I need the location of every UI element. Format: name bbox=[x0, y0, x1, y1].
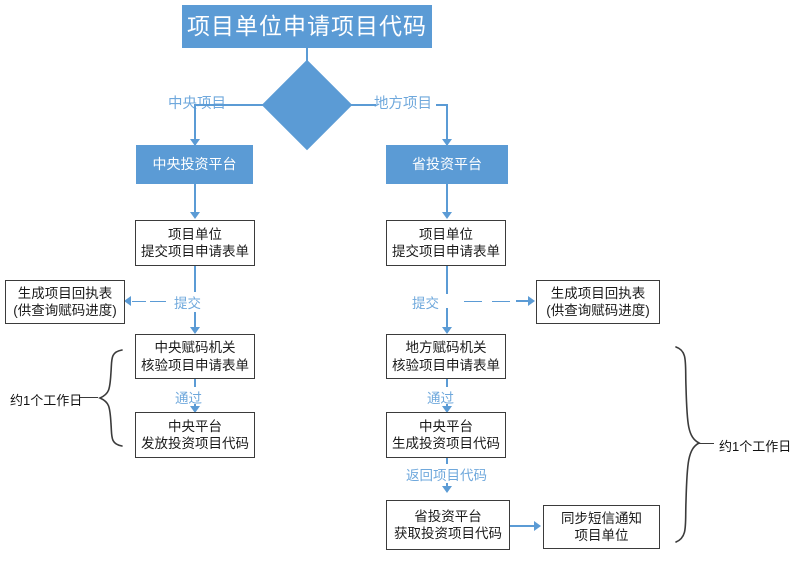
arrowhead-sms-notify bbox=[534, 521, 541, 531]
node-sms-notify-line1: 同步短信通知 bbox=[561, 510, 642, 526]
node-province-submit[interactable]: 项目单位 提交项目申请表单 bbox=[386, 220, 506, 266]
node-central-receipt-line1: 生成项目回执表 bbox=[17, 285, 113, 301]
node-central-verify-line1: 中央赋码机关 bbox=[154, 340, 236, 356]
right-brace-icon bbox=[672, 345, 702, 545]
arrowhead-province-platform bbox=[442, 139, 452, 146]
node-central-generate-line1: 中央平台 bbox=[419, 418, 473, 434]
node-province-platform[interactable]: 省投资平台 bbox=[386, 145, 508, 184]
node-sms-notify-line2: 项目单位 bbox=[574, 528, 629, 543]
dash-seg-province-2 bbox=[492, 301, 510, 302]
node-central-platform-label: 中央投资平台 bbox=[152, 155, 237, 172]
dash-seg-central-1 bbox=[150, 301, 166, 302]
arrowhead-central-receipt bbox=[124, 296, 131, 306]
node-province-receipt-line1: 生成项目回执表 bbox=[550, 285, 646, 301]
edge-decision-right-corner bbox=[436, 104, 448, 106]
edge-label-central-submit-dashed: 提交 bbox=[172, 292, 203, 312]
node-central-submit-line1: 项目单位 bbox=[168, 226, 222, 242]
edge-label-return-code: 返回项目代码 bbox=[404, 464, 489, 484]
node-title-label: 项目单位申请项目代码 bbox=[187, 12, 427, 39]
node-province-submit-line2: 提交项目申请表单 bbox=[392, 244, 500, 259]
node-central-receipt-line2: (供查询赋码进度) bbox=[13, 303, 117, 318]
left-brace-icon bbox=[96, 348, 124, 448]
arrowhead-central-issue bbox=[190, 406, 200, 413]
edge-province-submit-down-a bbox=[446, 266, 448, 294]
edge-decision-right-v bbox=[446, 104, 448, 145]
node-central-platform[interactable]: 中央投资平台 bbox=[136, 145, 253, 184]
node-central-submit-line2: 提交项目申请表单 bbox=[141, 244, 249, 259]
dash-seg-province-1 bbox=[464, 301, 482, 302]
dash-seg-central-2 bbox=[132, 301, 146, 302]
arrowhead-province-fetch bbox=[442, 486, 452, 493]
left-brace-label: 约1个工作日 bbox=[10, 393, 83, 408]
node-sms-notify[interactable]: 同步短信通知 项目单位 bbox=[543, 505, 660, 549]
node-province-fetch-line1: 省投资平台 bbox=[414, 508, 482, 524]
node-central-issue-line1: 中央平台 bbox=[168, 418, 222, 434]
node-central-generate-line2: 生成投资项目代码 bbox=[392, 436, 500, 451]
edge-label-central-pass: 通过 bbox=[173, 387, 204, 407]
edge-label-province-submit-dashed: 提交 bbox=[410, 292, 441, 312]
node-province-platform-label: 省投资平台 bbox=[412, 155, 482, 172]
edge-return-code-a bbox=[446, 458, 448, 466]
edge-local-pass-a bbox=[446, 379, 448, 389]
node-central-issue[interactable]: 中央平台 发放投资项目代码 bbox=[135, 412, 255, 458]
node-province-submit-line1: 项目单位 bbox=[419, 226, 473, 242]
edge-label-local-pass: 通过 bbox=[425, 387, 456, 407]
node-province-receipt-line2: (供查询赋码进度) bbox=[546, 303, 650, 318]
edge-central-submit-down-b bbox=[194, 308, 196, 329]
edge-decision-right-h bbox=[334, 104, 376, 106]
arrowhead-central-generate bbox=[442, 406, 452, 413]
node-central-submit[interactable]: 项目单位 提交项目申请表单 bbox=[135, 220, 255, 266]
edge-province-platform-to-submit bbox=[446, 184, 448, 214]
edge-central-platform-to-submit bbox=[194, 184, 196, 214]
node-province-fetch-line2: 获取投资项目代码 bbox=[394, 526, 502, 541]
node-local-verify-line1: 地方赋码机关 bbox=[405, 340, 487, 356]
edge-decision-left-h bbox=[232, 104, 280, 106]
arrowhead-province-submit bbox=[442, 212, 452, 219]
branch-label-right: 地方项目 bbox=[374, 96, 432, 112]
arrowhead-central-verify bbox=[190, 327, 200, 334]
left-brace-tick bbox=[80, 397, 98, 399]
arrowhead-central-submit bbox=[190, 212, 200, 219]
node-central-receipt[interactable]: 生成项目回执表 (供查询赋码进度) bbox=[5, 280, 125, 324]
node-title[interactable]: 项目单位申请项目代码 bbox=[182, 5, 432, 48]
edge-fetch-to-sms bbox=[510, 525, 536, 527]
edge-decision-left-v bbox=[194, 104, 196, 145]
node-central-verify[interactable]: 中央赋码机关 核验项目申请表单 bbox=[135, 334, 255, 379]
arrowhead-central-platform bbox=[190, 139, 200, 146]
edge-central-submit-down-a bbox=[194, 266, 196, 294]
edge-decision-left-corner bbox=[194, 104, 232, 106]
right-brace-tick bbox=[698, 443, 714, 445]
node-central-issue-line2: 发放投资项目代码 bbox=[141, 436, 249, 451]
dash-seg-province-3 bbox=[516, 300, 530, 302]
arrowhead-local-verify bbox=[442, 327, 452, 334]
edge-central-pass-a bbox=[194, 379, 196, 389]
node-province-receipt[interactable]: 生成项目回执表 (供查询赋码进度) bbox=[536, 280, 660, 324]
node-central-generate[interactable]: 中央平台 生成投资项目代码 bbox=[386, 412, 506, 458]
node-local-verify[interactable]: 地方赋码机关 核验项目申请表单 bbox=[386, 334, 506, 379]
node-province-fetch[interactable]: 省投资平台 获取投资项目代码 bbox=[386, 500, 510, 550]
right-brace-label: 约1个工作日 bbox=[719, 439, 792, 454]
branch-label-left: 中央项目 bbox=[168, 96, 226, 112]
node-local-verify-line2: 核验项目申请表单 bbox=[392, 357, 500, 373]
edge-province-submit-down-b bbox=[446, 308, 448, 329]
node-central-verify-line2: 核验项目申请表单 bbox=[141, 357, 249, 373]
arrowhead-province-receipt bbox=[528, 296, 535, 306]
